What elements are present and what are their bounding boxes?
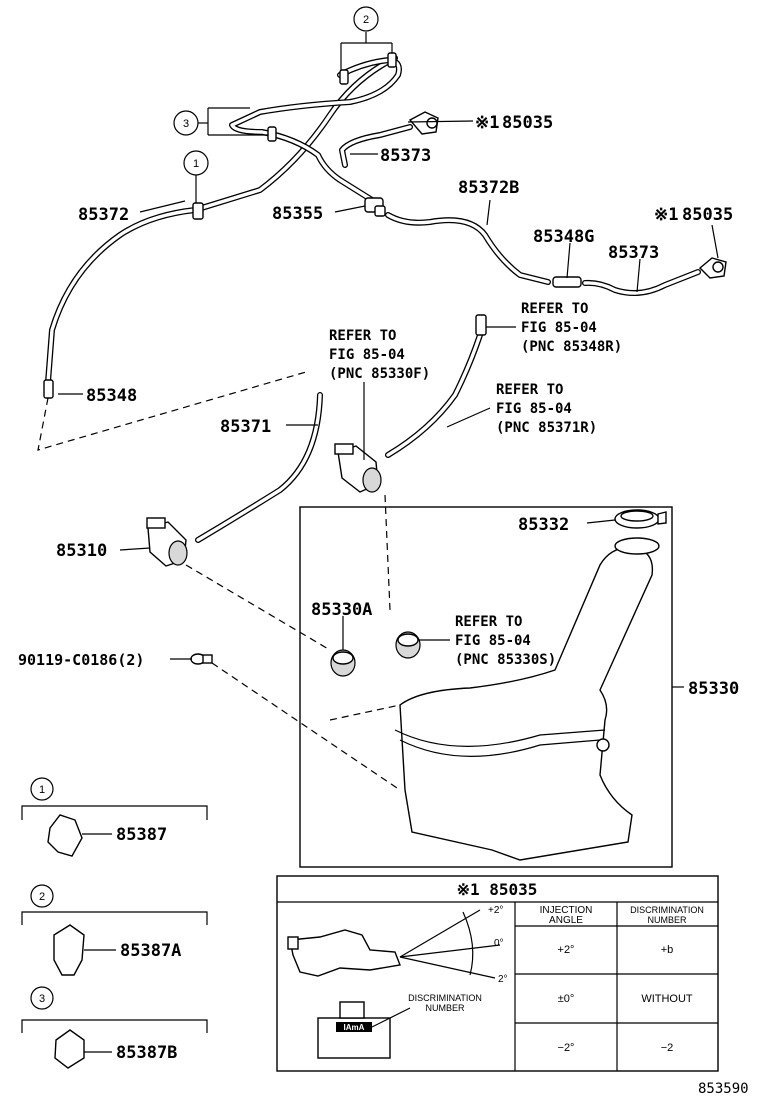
label-85310: 85310 bbox=[56, 541, 107, 561]
angle-0: 0° bbox=[494, 938, 504, 949]
table-title: ※1 85035 bbox=[457, 880, 538, 899]
legend-clip-2: 2 85387A bbox=[21, 884, 208, 976]
joint-85355 bbox=[364, 197, 386, 217]
svg-text:2: 2 bbox=[39, 891, 45, 903]
svg-text:REFER TO: REFER TO bbox=[521, 301, 588, 317]
label-85373-top: 85373 bbox=[380, 146, 431, 166]
nozzle-table: ※1 85035 INJECTION ANGLE DISCRIMINATION … bbox=[276, 875, 719, 1072]
svg-text:REFER TO: REFER TO bbox=[496, 382, 563, 398]
callout-circle-2: 2 bbox=[353, 6, 379, 32]
label-85355: 85355 bbox=[272, 204, 323, 224]
note-mark-right: ※1 bbox=[654, 205, 678, 225]
label-85330A: 85330A bbox=[311, 600, 372, 620]
clip-85387-on-hose bbox=[192, 202, 204, 220]
callout-1-text: 1 bbox=[193, 158, 199, 170]
angle-plus2: +2° bbox=[488, 905, 503, 916]
header-discrimination: DISCRIMINATION bbox=[630, 905, 704, 915]
svg-text:(PNC 85371R): (PNC 85371R) bbox=[496, 420, 597, 436]
legend-clip-1: 1 85387 bbox=[21, 777, 208, 857]
row1-angle: +2° bbox=[558, 944, 575, 956]
label-85371: 85371 bbox=[220, 417, 271, 437]
svg-text:REFER TO: REFER TO bbox=[329, 328, 396, 344]
row3-angle: −2° bbox=[558, 1042, 575, 1054]
discrim-label-line2: NUMBER bbox=[425, 1003, 465, 1013]
nozzle-85035-top bbox=[408, 111, 439, 135]
bolt-90119 bbox=[190, 653, 213, 665]
svg-text:3: 3 bbox=[39, 993, 45, 1005]
connector-85348R bbox=[475, 314, 487, 336]
callout-2-text: 2 bbox=[363, 14, 369, 26]
washer-tank-85330 bbox=[394, 537, 660, 861]
svg-text:REFER TO: REFER TO bbox=[455, 614, 522, 630]
grommet-85330A bbox=[330, 649, 356, 677]
discrim-label-line1: DISCRIMINATION bbox=[408, 993, 482, 1003]
connectors bbox=[43, 52, 727, 399]
label-85387: 85387 bbox=[116, 825, 167, 845]
label-90119: 90119-C0186(2) bbox=[18, 651, 144, 669]
label-85372: 85372 bbox=[78, 205, 129, 225]
svg-text:1: 1 bbox=[39, 784, 45, 796]
svg-text:(PNC 85348R): (PNC 85348R) bbox=[521, 339, 622, 355]
svg-text:(PNC 85330F): (PNC 85330F) bbox=[329, 366, 430, 382]
ref-85330S: REFER TO FIG 85-04 (PNC 85330S) bbox=[455, 614, 556, 668]
diagram-id: 853590 bbox=[698, 1081, 749, 1097]
callout-circle-3: 3 bbox=[173, 110, 199, 136]
grommet-85330S bbox=[395, 631, 421, 659]
pump-85310 bbox=[146, 517, 188, 567]
row2-number: WITHOUT bbox=[641, 993, 693, 1005]
nozzle-85035-right bbox=[698, 257, 727, 279]
label-85387B: 85387B bbox=[116, 1043, 177, 1063]
badge-text: IAmA bbox=[344, 1023, 365, 1032]
label-85372B: 85372B bbox=[458, 178, 519, 198]
nozzle-spray-illustration: +2° 0° 2° bbox=[287, 905, 508, 985]
connector-85348 bbox=[43, 379, 54, 399]
svg-text:FIG 85-04: FIG 85-04 bbox=[329, 347, 405, 363]
svg-text:FIG 85-04: FIG 85-04 bbox=[455, 633, 531, 649]
label-85387A: 85387A bbox=[120, 941, 181, 961]
ref-85330F: REFER TO FIG 85-04 (PNC 85330F) bbox=[329, 328, 430, 382]
row2-angle: ±0° bbox=[558, 993, 575, 1005]
label-85332: 85332 bbox=[518, 515, 569, 535]
label-85348G: 85348G bbox=[533, 227, 594, 247]
cap-85332 bbox=[614, 509, 667, 529]
label-85330: 85330 bbox=[688, 679, 739, 699]
pump-85330F bbox=[334, 443, 382, 493]
callout-circle-1: 1 bbox=[183, 150, 209, 176]
legend-clip-3: 3 85387B bbox=[21, 986, 208, 1069]
svg-text:FIG 85-04: FIG 85-04 bbox=[521, 320, 597, 336]
discrimination-number-illustration: IAmA DISCRIMINATION NUMBER bbox=[317, 993, 482, 1059]
label-85348: 85348 bbox=[86, 386, 137, 406]
connector-85348G bbox=[552, 276, 582, 288]
callout-3-text: 3 bbox=[183, 118, 189, 130]
svg-text:(PNC 85330S): (PNC 85330S) bbox=[455, 652, 556, 668]
angle-minus2: 2° bbox=[498, 974, 508, 985]
label-85035-top: 85035 bbox=[502, 113, 553, 133]
leader-lines bbox=[37, 32, 719, 791]
label-85035-right: 85035 bbox=[682, 205, 733, 225]
header-angle: ANGLE bbox=[549, 915, 583, 926]
ref-85371R: REFER TO FIG 85-04 (PNC 85371R) bbox=[496, 382, 597, 436]
row3-number: −2 bbox=[661, 1042, 674, 1054]
header-number: NUMBER bbox=[647, 915, 687, 925]
header-injection: INJECTION bbox=[540, 905, 593, 916]
row1-number: +b bbox=[661, 944, 674, 956]
note-mark-top: ※1 bbox=[475, 113, 499, 133]
ref-85348R: REFER TO FIG 85-04 (PNC 85348R) bbox=[521, 301, 622, 355]
svg-text:FIG 85-04: FIG 85-04 bbox=[496, 401, 572, 417]
label-85373-right: 85373 bbox=[608, 243, 659, 263]
